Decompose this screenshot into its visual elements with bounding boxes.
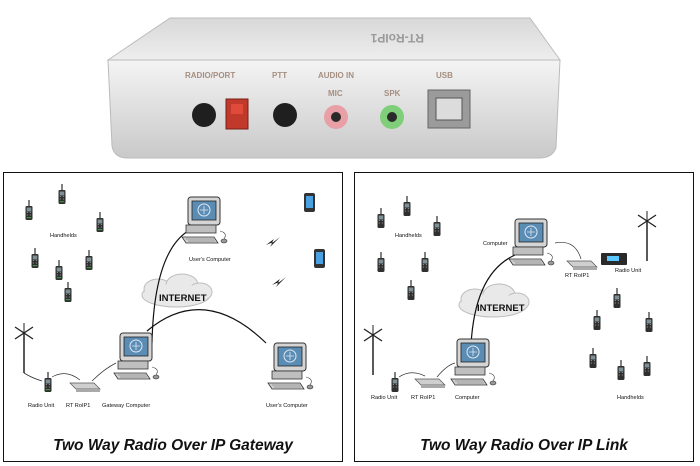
port-label-radio: RADIO/PORT [185,71,235,80]
users-computer-label: User's Computer [266,403,308,409]
port-label-ptt: PTT [272,71,287,80]
handheld-radio-icon [589,348,597,368]
handheld-radio-icon [64,282,72,302]
rt-roip1-device-icon [414,378,446,388]
radio-unit-label: Radio Unit [615,268,642,274]
smartphone-icon [314,249,325,268]
radio-port [192,103,216,127]
network-link [146,309,267,344]
handheld-radio-icon [31,248,39,268]
handheld-radio-icon [85,250,93,270]
device-top [106,17,561,61]
radio-unit-icon [391,372,399,392]
handhelds-label: Handhelds [395,233,422,239]
gateway-computer-label: Gateway Computer [102,403,151,409]
computer-icon [508,218,555,266]
handhelds-label: Handhelds [50,233,77,239]
handheld-radio-icon [593,310,601,330]
handheld-radio-icon [96,212,104,232]
rt-roip1-label: RT RoIP1 [411,395,436,401]
handhelds-label: Handhelds [617,395,644,401]
network-link [470,254,516,346]
handheld-radio-icon [55,260,63,280]
link-diagram-panel: Handhelds Computer RT RoIP1 Radio Unit I… [354,172,694,462]
mobile-radio-unit-icon [601,253,627,265]
handheld-radio-icon [617,360,625,380]
users-computer-icon [267,342,314,390]
handheld-radio-icon [403,196,411,216]
handheld-radio-icon [377,252,385,272]
handheld-radio-icon [58,184,66,204]
device-photo: RT-RoIP1 RADIO/PORT PTT AUDIO IN MIC SPK… [106,17,561,159]
rt-roip1-label: RT RoIP1 [66,403,91,409]
antenna-icon [363,324,383,376]
internet-label: INTERNET [477,303,525,314]
port-label-mic: MIC [328,89,343,98]
diagram-caption: Two Way Radio Over IP Link [420,437,628,454]
device-logo: RT-RoIP1 [370,31,424,45]
users-computer-label: User's Computer [189,257,231,263]
handheld-radio-icon [407,280,415,300]
radio-unit-label: Radio Unit [371,395,398,401]
handheld-radio-icon [25,200,33,220]
port-label-usb: USB [436,71,453,80]
port-label-spk: SPK [384,89,401,98]
computer-icon [450,338,497,386]
gateway-diagram [14,184,325,392]
wireless-bolt-icon [272,277,286,287]
network-link [151,230,189,344]
handheld-radio-icon [643,356,651,376]
gateway-computer-icon [113,332,160,380]
diagram-caption: Two Way Radio Over IP Gateway [53,437,293,454]
rt-roip1-device-icon [566,260,598,270]
ptt-port [273,103,297,127]
antenna-icon [637,210,657,262]
handheld-radio-icon [433,216,441,236]
computer-label: Computer [455,395,480,401]
computer-label: Computer [483,241,508,247]
rt-roip1-device-icon [69,382,101,392]
link-diagram [363,196,657,392]
gateway-diagram-panel: Handhelds User's Computer INTERNET Radio… [3,172,343,462]
handheld-radio-icon [421,252,429,272]
radio-unit-icon [44,372,52,392]
port-label-audio-in: AUDIO IN [318,71,354,80]
handheld-radio-icon [613,288,621,308]
rt-roip1-label: RT RoIP1 [565,273,590,279]
wireless-bolt-icon [266,237,280,247]
handheld-radio-icon [645,312,653,332]
radio-unit-label: Radio Unit [28,403,55,409]
internet-label: INTERNET [159,293,207,304]
antenna-icon [14,322,34,374]
usb-port [427,89,471,129]
smartphone-icon [304,193,315,212]
handheld-radio-icon [377,208,385,228]
users-computer-icon [181,196,228,244]
